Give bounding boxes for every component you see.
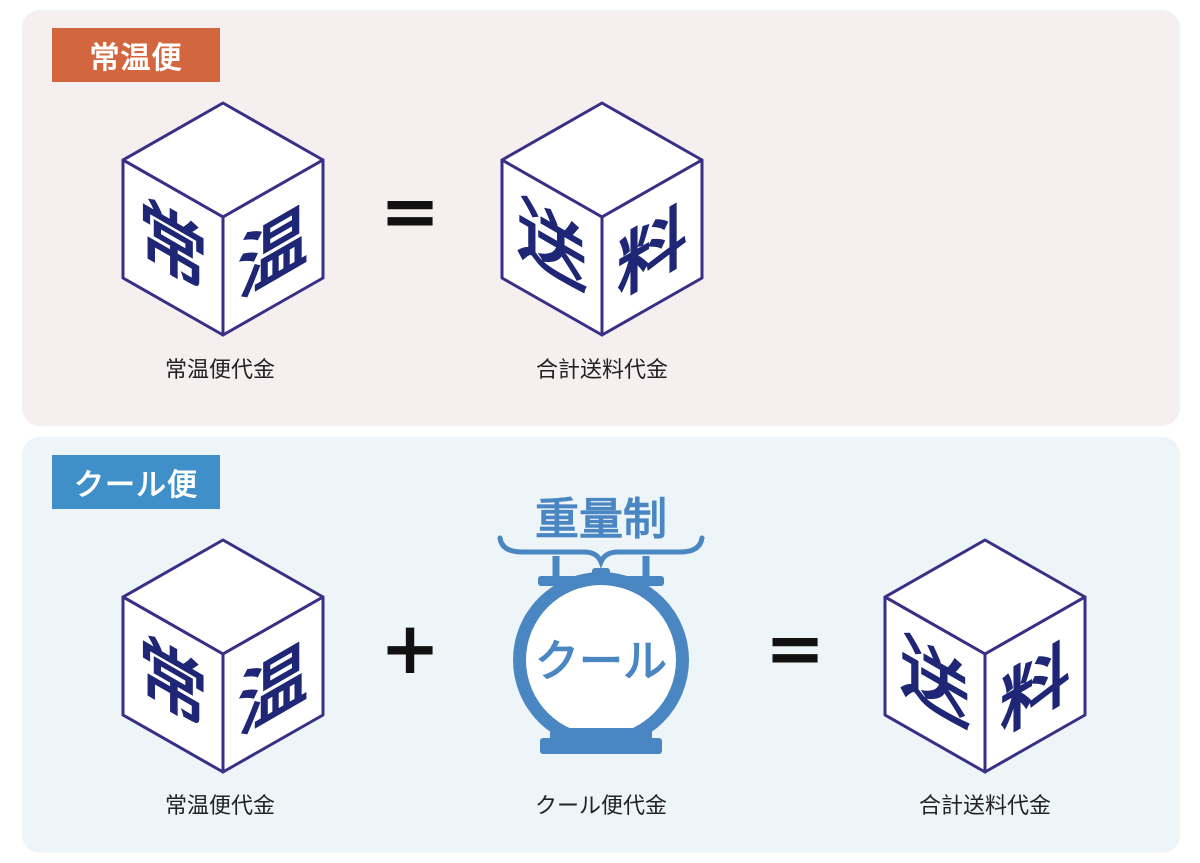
cool-shipping-tag: クール便 [52,455,220,509]
cool-shipping-fee-cube: 送 料 [883,538,1087,774]
normal-shipping-fee-cube: 送 料 [500,101,704,337]
equals-operator: = [764,606,826,690]
scale-base [540,738,662,754]
normal-right-caption: 合計送料代金 [535,358,668,383]
cool-left-caption: 常温便代金 [164,794,275,819]
weight-scale-illustration: 重量制 クール [497,494,705,754]
normal-room-temp-cube: 常 温 [121,101,325,337]
scale-dial [526,585,676,735]
normal-left-caption: 常温便代金 [164,358,275,383]
cool-right-caption: 合計送料代金 [918,794,1051,819]
cool-room-temp-cube: 常 温 [121,538,325,774]
plus-operator: + [379,606,441,690]
bracket-brace [497,535,705,569]
scale-title: 重量制 [535,494,667,545]
scale-caption: クール便代金 [534,794,667,819]
equals-operator: = [379,169,441,253]
normal-shipping-tag: 常温便 [52,28,220,82]
scale-dial-label: クール [535,636,667,687]
